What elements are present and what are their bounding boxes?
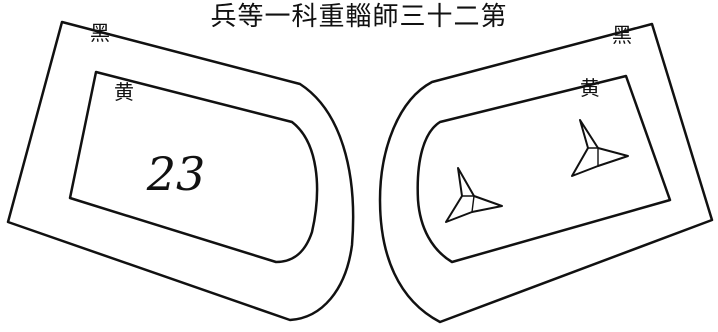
triangular-star-icon (446, 168, 502, 222)
right-tab-outer-label: 黑 (612, 23, 632, 47)
right-tab-outer-border (380, 24, 712, 322)
left-tab-inner-label: 黄 (114, 80, 134, 104)
left-tab-number: 23 (146, 147, 206, 201)
right-collar-tab (380, 24, 712, 322)
left-tab-outer-label: 黑 (90, 21, 110, 45)
right-tab-inner-border (418, 76, 670, 262)
triangular-star-icon (572, 120, 628, 176)
right-tab-inner-label: 黄 (580, 76, 600, 100)
